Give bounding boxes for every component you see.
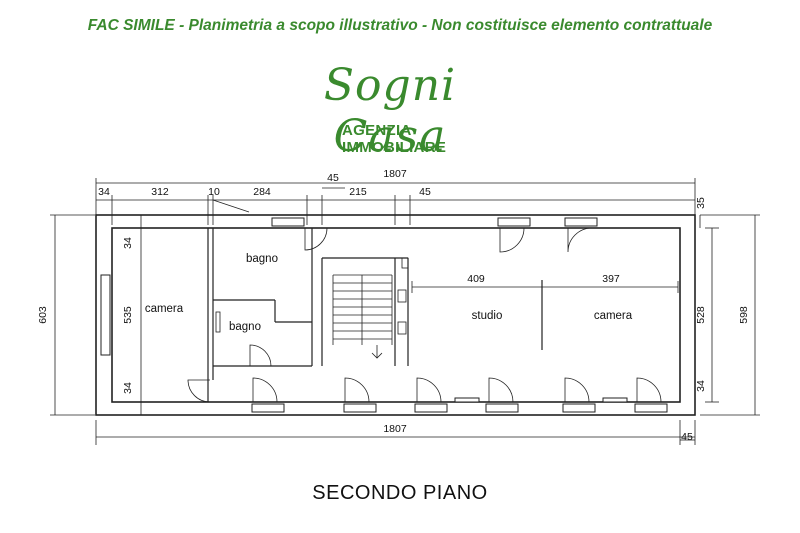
room-bagno-lower: bagno [229, 321, 261, 333]
room-studio: studio [472, 310, 503, 322]
room-camera-left: camera [145, 303, 184, 315]
dimension-labels: 1807 34 312 10 284 45 215 45 35 1807 45 … [37, 168, 750, 443]
dim-top-10: 10 [208, 186, 220, 198]
dim-left-34a: 34 [122, 237, 134, 249]
dim-right-34: 34 [695, 380, 707, 392]
dim-top-34: 34 [98, 186, 110, 198]
dim-top-45b: 45 [419, 186, 431, 198]
dim-left-34b: 34 [122, 382, 134, 394]
floor-plan: 1807 34 312 10 284 45 215 45 35 1807 45 … [37, 168, 760, 445]
windows [100, 217, 668, 413]
staircase [332, 274, 407, 359]
floor-label: SECONDO PIANO [312, 482, 488, 504]
brand-subtitle: AGENZIA IMMOBILIARE [342, 122, 447, 156]
disclaimer-text: FAC SIMILE - Planimetria a scopo illustr… [87, 17, 713, 34]
dim-bottom-total: 1807 [383, 423, 407, 435]
dim-left-603: 603 [37, 306, 49, 324]
dim-inner-409: 409 [467, 273, 485, 285]
dim-top-312: 312 [151, 186, 169, 198]
brand-logo: Sogni Casa AGENZIA IMMOBILIARE [270, 60, 510, 162]
dim-top-215: 215 [349, 186, 367, 198]
dim-inner-397: 397 [602, 273, 620, 285]
dim-top-45a: 45 [327, 172, 339, 184]
room-labels: camera bagno bagno studio camera [145, 253, 633, 333]
fixtures [215, 257, 409, 333]
dim-bottom-45: 45 [681, 431, 693, 443]
dim-top-total: 1807 [383, 168, 407, 180]
dim-right-598: 598 [738, 306, 750, 324]
outer-walls [95, 214, 696, 416]
inner-walls [207, 228, 543, 402]
room-bagno-upper: bagno [246, 253, 278, 265]
room-camera-right: camera [594, 310, 633, 322]
dim-right-528: 528 [695, 306, 707, 324]
door-swings [187, 199, 662, 403]
dim-top-284: 284 [253, 186, 271, 198]
dim-top-35: 35 [695, 197, 707, 209]
dim-left-535: 535 [122, 306, 134, 324]
brand-name: Sogni Casa [323, 60, 457, 162]
